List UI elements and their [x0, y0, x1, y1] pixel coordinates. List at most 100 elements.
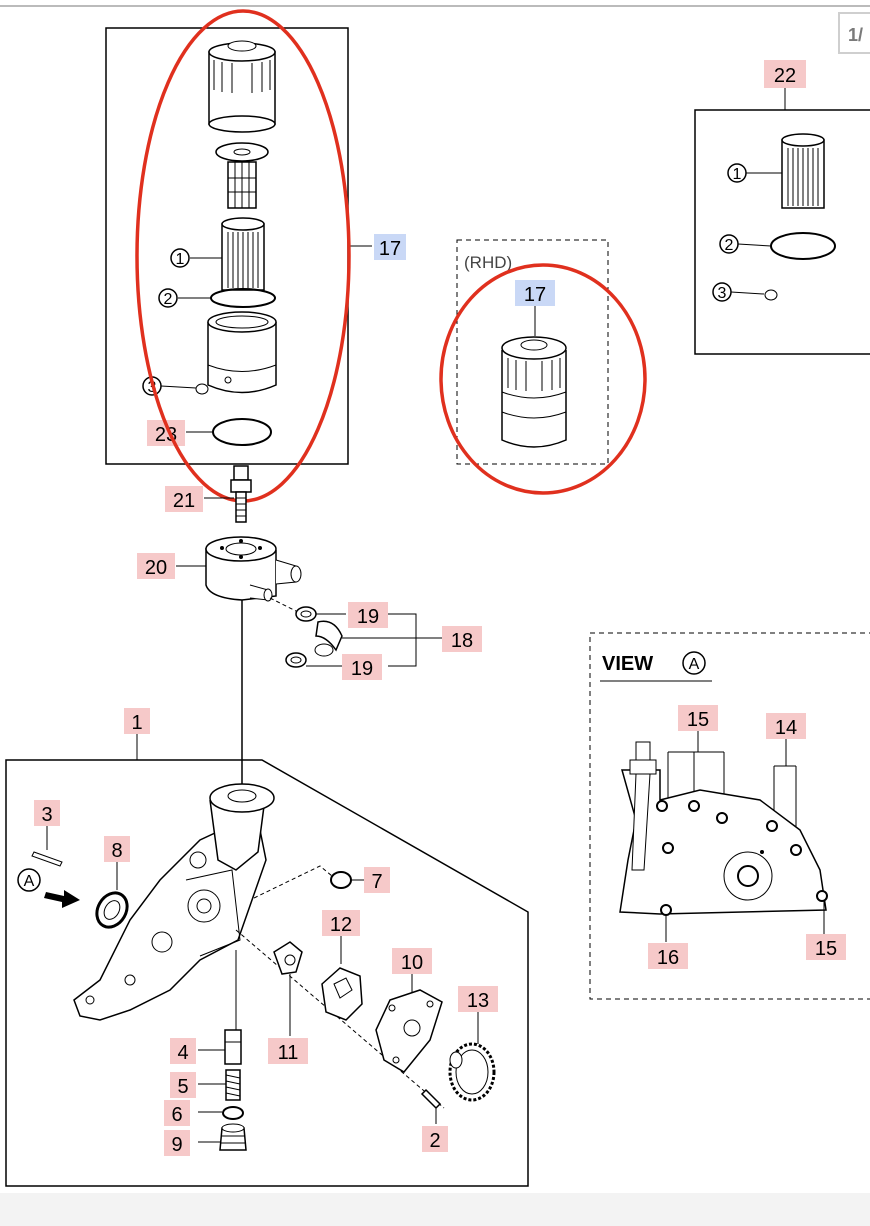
kit-o-ring-part[interactable]	[770, 232, 836, 260]
callout-view-15-top[interactable]: 15	[678, 705, 718, 731]
assembly-centerline	[253, 865, 333, 899]
relief-o-ring-part[interactable]	[222, 1106, 244, 1120]
cover-bolt-part[interactable]	[420, 1088, 442, 1110]
svg-text:3: 3	[41, 804, 52, 826]
spin-on-filter-part[interactable]	[501, 336, 567, 448]
callout-17-rhd[interactable]: 17	[515, 280, 555, 306]
callout-12[interactable]: 12	[322, 910, 360, 936]
sub-marker-2-left: 2	[164, 291, 173, 308]
svg-text:17: 17	[379, 238, 401, 260]
service-kit-box	[694, 109, 870, 355]
callout-5[interactable]: 5	[170, 1072, 196, 1098]
union-bolt-part[interactable]	[230, 465, 252, 523]
filter-assembly-group: 1 2 3	[105, 27, 372, 465]
svg-text:12: 12	[330, 914, 352, 936]
svg-text:19: 19	[351, 658, 373, 680]
svg-text:9: 9	[171, 1134, 182, 1156]
view-a-marker	[17, 868, 41, 892]
callout-23[interactable]: 23	[147, 420, 185, 446]
callout-8[interactable]: 8	[104, 836, 130, 862]
callout-20[interactable]: 20	[137, 553, 175, 579]
o-ring-part[interactable]	[210, 288, 276, 308]
callout-10[interactable]: 10	[392, 948, 432, 974]
svg-text:6: 6	[171, 1104, 182, 1126]
view-title: VIEW	[602, 653, 653, 675]
kit-element-part[interactable]	[781, 133, 825, 209]
callout-1[interactable]: 1	[124, 708, 150, 734]
leader-line	[730, 291, 765, 295]
svg-text:2: 2	[429, 1130, 440, 1152]
sub-marker-2-right: 2	[725, 237, 734, 254]
sub-marker-1-left: 1	[176, 251, 185, 268]
relief-plug-part[interactable]	[224, 1029, 242, 1065]
strainer-part[interactable]	[215, 142, 269, 209]
hose-part[interactable]	[314, 620, 343, 657]
svg-text:19: 19	[357, 606, 379, 628]
callout-11[interactable]: 11	[268, 1038, 308, 1064]
leader-line	[667, 731, 725, 812]
arrow-marker-text: A	[24, 873, 35, 890]
relief-cap-part[interactable]	[219, 1123, 247, 1151]
highlight-ellipse-rhd	[439, 263, 647, 495]
callout-view-16[interactable]: 16	[648, 943, 688, 969]
oil-cooler-adapter-part[interactable]	[205, 536, 302, 602]
filter-housing-part[interactable]	[207, 311, 277, 394]
svg-text:7: 7	[371, 871, 382, 893]
assembly-centerline	[235, 929, 445, 1109]
gasket-part[interactable]	[212, 418, 272, 446]
oil-seal-part[interactable]	[91, 887, 133, 932]
callout-22[interactable]: 22	[764, 60, 806, 88]
page-indicator[interactable]: 1/	[838, 12, 870, 54]
view-arrow-icon	[44, 890, 80, 908]
drain-bolt-part[interactable]	[195, 383, 209, 395]
callout-view-15-bottom[interactable]: 15	[806, 934, 846, 960]
svg-text:17: 17	[524, 284, 546, 306]
sprocket-part[interactable]	[448, 1042, 496, 1102]
svg-text:18: 18	[451, 630, 473, 652]
callout-7[interactable]: 7	[364, 867, 390, 893]
svg-text:13: 13	[467, 990, 489, 1012]
outer-rotor-part[interactable]	[273, 941, 303, 975]
svg-text:14: 14	[775, 717, 797, 739]
leader-line	[737, 243, 772, 247]
svg-text:15: 15	[687, 709, 709, 731]
callout-19-top[interactable]: 19	[348, 602, 388, 628]
rhd-box	[456, 239, 609, 465]
assembly-centerline	[269, 597, 299, 613]
callout-6[interactable]: 6	[164, 1100, 190, 1126]
svg-text:16: 16	[657, 947, 679, 969]
marker-circle	[170, 248, 190, 268]
clamp-bottom-part[interactable]	[285, 652, 307, 668]
sub-marker-3-right: 3	[718, 285, 727, 302]
inner-rotor-part[interactable]	[321, 967, 363, 1021]
callout-13[interactable]: 13	[458, 986, 498, 1012]
svg-text:1: 1	[131, 712, 142, 734]
kit-drain-bolt-part[interactable]	[764, 289, 778, 301]
svg-text:8: 8	[111, 840, 122, 862]
clamp-top-part[interactable]	[295, 606, 317, 622]
callout-18[interactable]: 18	[442, 626, 482, 652]
callout-19-bottom[interactable]: 19	[342, 654, 382, 680]
oil-pump-body-part[interactable]	[73, 783, 275, 1021]
svg-text:4: 4	[177, 1042, 188, 1064]
marker-circle	[158, 288, 178, 308]
callout-3[interactable]: 3	[34, 800, 60, 826]
bracket-line	[388, 613, 417, 667]
callout-view-14[interactable]: 14	[766, 713, 806, 739]
pump-cover-part[interactable]	[375, 989, 443, 1073]
filter-element-part[interactable]	[221, 217, 265, 291]
callout-9[interactable]: 9	[164, 1130, 190, 1156]
svg-text:11: 11	[278, 1042, 299, 1064]
leader-line	[160, 385, 197, 389]
callout-2[interactable]: 2	[422, 1126, 448, 1152]
callout-17-assembly[interactable]: 17	[374, 234, 406, 260]
o-ring-7-part[interactable]	[330, 871, 352, 889]
pump-rear-view-part[interactable]	[619, 741, 828, 916]
callout-21[interactable]: 21	[165, 486, 203, 512]
callout-4[interactable]: 4	[170, 1038, 196, 1064]
dowel-pin-part[interactable]	[31, 851, 63, 867]
filter-cap-part[interactable]	[208, 40, 276, 133]
relief-spring-part[interactable]	[225, 1069, 241, 1101]
svg-text:5: 5	[177, 1076, 188, 1098]
